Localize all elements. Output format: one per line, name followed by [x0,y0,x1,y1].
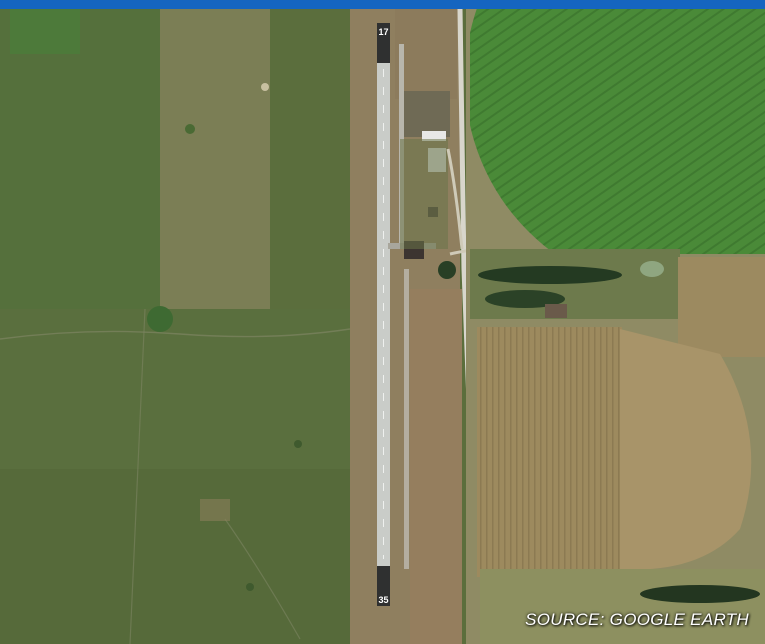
pond [640,261,664,277]
right-farmland [438,9,765,644]
center-pivot-field [470,9,765,254]
source-attribution: SOURCE: GOOGLE EARTH [525,610,749,629]
runway-marking-south: 35 [378,595,388,605]
tree-row [478,266,622,284]
runway-marking-north: 17 [378,27,388,37]
left-grassland [0,9,351,644]
top-header-bar [0,0,765,9]
hangar-roof [422,131,446,141]
runway-area [350,9,462,644]
runway [377,23,390,606]
